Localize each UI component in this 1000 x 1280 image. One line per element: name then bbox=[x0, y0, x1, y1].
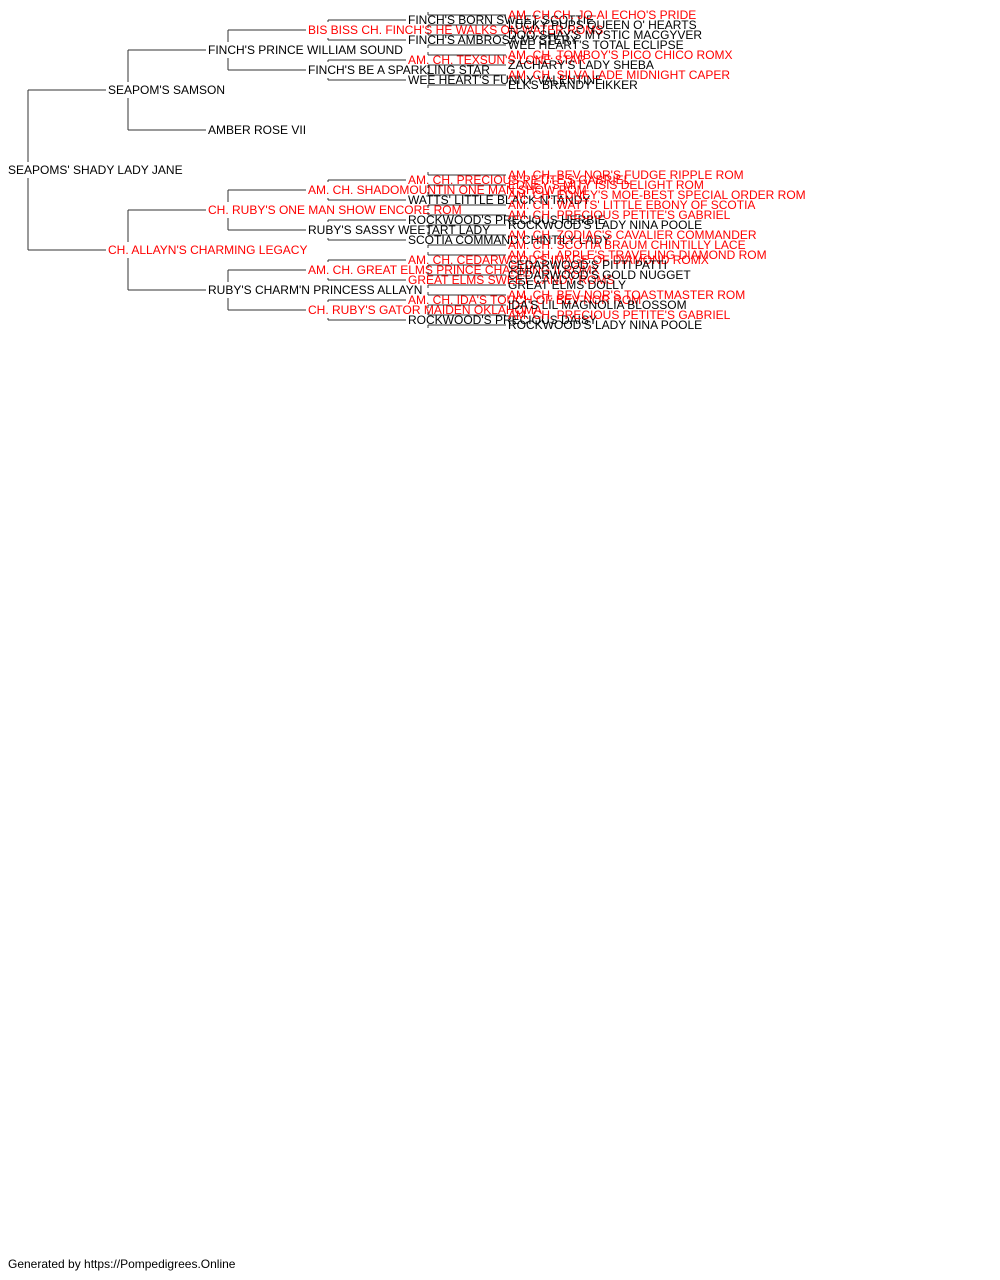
dog-name-gen4: WEE HEART'S FUNNY VALENTINE bbox=[408, 73, 603, 87]
dog-name-gen5: AM. CH. BEV-NOR'S FUDGE RIPPLE ROM bbox=[508, 168, 744, 182]
dog-name-gen2: CH. RUBY'S ONE MAN SHOW ENCORE ROM bbox=[208, 203, 462, 217]
dog-name-gen4: SCOTIA COMMAND CHINTILY LADY bbox=[408, 233, 610, 247]
dog-name-gen5: AM. CH. SCOTIA BRAUM CHINTILLY LACE bbox=[508, 238, 746, 252]
dog-name-gen4: GREAT ELMS SWEET CANDY ROMS bbox=[408, 273, 614, 287]
dog-name-gen5: EDNEY'S MITY ISIS DELIGHT ROM bbox=[508, 178, 704, 192]
dog-name-gen4: AM. CH. CEDARWOOD'S IMAGE OF DIAMOND ROM… bbox=[408, 253, 709, 267]
dog-name-gen5: WEE HEART'S TOTAL ECLIPSE bbox=[508, 38, 684, 52]
dog-name-gen3: AM. CH. SHADOMOUNTIN ONE MAN SHOW ROM bbox=[308, 183, 587, 197]
dog-name-gen5: ROCKWOOD'S LADY NINA POOLE bbox=[508, 318, 702, 332]
dog-name-gen1: SEAPOM'S SAMSON bbox=[108, 83, 225, 97]
dog-name-gen0: SEAPOMS' SHADY LADY JANE bbox=[8, 163, 183, 177]
dog-name-gen5: ROCKWOOD'S LADY NINA POOLE bbox=[508, 218, 702, 232]
dog-name-gen3: CH. RUBY'S GATOR MAIDEN OKLAHOMA bbox=[308, 303, 542, 317]
dog-name-gen5: AM. CH. PRECIOUS PETITE'S GABRIEL bbox=[508, 308, 731, 322]
dog-name-gen5: IDA'S LIL MAGNOLIA BLOSSOM bbox=[508, 298, 687, 312]
dog-name-gen5: AM. CH. APPLE'S TRAVELING DIAMOND ROM bbox=[508, 248, 767, 262]
dog-name-gen5: LUCKY PUPS QUEEN O' HEARTS bbox=[508, 18, 697, 32]
dog-name-gen4: AM. CH. IDA'S TOUCH OF BEV-NOR ROM bbox=[408, 293, 641, 307]
dog-name-gen5: AM. CH. EDNEY'S MOE-BEST SPECIAL ORDER R… bbox=[508, 188, 806, 202]
dog-name-gen4: AM. CH. TEXSUN'S LONE STAR bbox=[408, 53, 586, 67]
dog-name-gen3: BIS BISS CH. FINCH'S HE WALKS ON WATER R… bbox=[308, 23, 603, 37]
dog-name-gen1: CH. ALLAYN'S CHARMING LEGACY bbox=[108, 243, 307, 257]
generated-by-footer: Generated by https://Pompedigrees.Online bbox=[8, 1257, 236, 1271]
dog-name-gen2: RUBY'S CHARM'N PRINCESS ALLAYN bbox=[208, 283, 422, 297]
dog-name-gen5: AM. CH. TOMBOY'S PICO CHICO ROMX bbox=[508, 48, 733, 62]
dog-name-gen5: AM. CH. SILVA LADE MIDNIGHT CAPER bbox=[508, 68, 730, 82]
dog-name-gen5: AM. CH.CH. JO-AI ECHO'S PRIDE bbox=[508, 8, 696, 22]
dog-name-gen5: AM. CH. ZODIAC'S CAVALIER COMMANDER bbox=[508, 228, 757, 242]
dog-name-gen5: AM. CH. WATTS' LITTLE EBONY OF SCOTIA bbox=[508, 198, 755, 212]
dog-name-gen4: WATTS' LITTLE BLACK N'TANDY bbox=[408, 193, 590, 207]
dog-name-gen5: CEDARWOOD'S GOLD NUGGET bbox=[508, 268, 691, 282]
dog-name-gen5: GREAT ELMS DOLLY bbox=[508, 278, 626, 292]
dog-name-gen5: AM. CH. BEV-NOR'S TOASTMASTER ROM bbox=[508, 288, 745, 302]
dog-name-gen4: FINCH'S AMBROSA MYSTERY bbox=[408, 33, 578, 47]
dog-name-gen5: ELKS BRANDY LIKKER bbox=[508, 78, 638, 92]
dog-name-gen2: AMBER ROSE VII bbox=[208, 123, 306, 137]
dog-name-gen4: ROCKWOOD'S PRECIOUS HERBIE bbox=[408, 213, 606, 227]
dog-name-gen5: ZACHARY'S LADY SHEBA bbox=[508, 58, 654, 72]
dog-name-gen3: RUBY'S SASSY WEETART LADY bbox=[308, 223, 490, 237]
dog-name-gen5: AM. CH. PRECIOUS PETITE'S GABRIEL bbox=[508, 208, 731, 222]
dog-name-gen5: DOO-SHAY'S MYSTIC MACGYVER bbox=[508, 28, 702, 42]
dog-name-gen5: CEDARWOOD'S PITTI PATTI bbox=[508, 258, 667, 272]
dog-name-gen4: AM. CH. PRECIOUS PETITE'S GABRIEL bbox=[408, 173, 631, 187]
dog-name-gen4: FINCH'S BORN SWEET SCOTTIE bbox=[408, 13, 594, 27]
dog-name-gen4: ROCKWOOD'S PRECIOUS DAISY bbox=[408, 313, 597, 327]
dog-name-gen3: AM. CH. GREAT ELMS PRINCE CHARMING II RO… bbox=[308, 263, 600, 277]
dog-name-gen3: FINCH'S BE A SPARKLING STAR bbox=[308, 63, 490, 77]
dog-name-gen2: FINCH'S PRINCE WILLIAM SOUND bbox=[208, 43, 403, 57]
